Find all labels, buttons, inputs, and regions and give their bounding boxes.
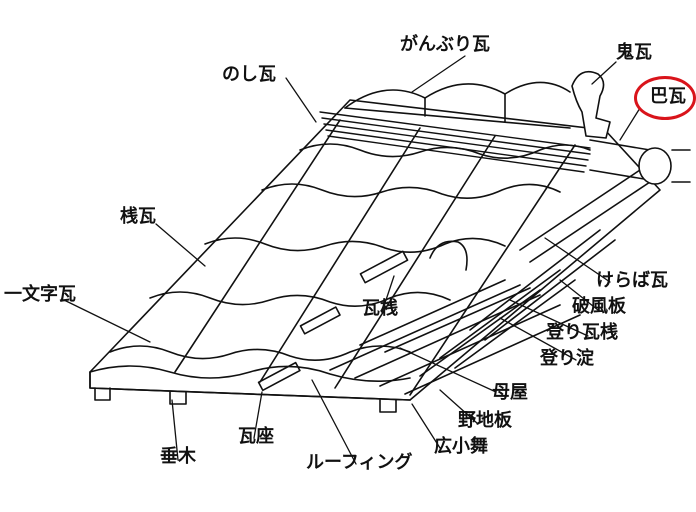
label-ichimonji-gawara: 一文字瓦 (4, 286, 76, 304)
label-sangawara: 桟瓦 (120, 208, 156, 226)
label-hafu-ita: 破風板 (572, 298, 626, 316)
label-hiro-komai: 広小舞 (434, 438, 488, 456)
label-moya: 母屋 (492, 384, 528, 402)
label-kawarasan: 瓦桟 (362, 300, 398, 318)
label-noshi-gawara: のし瓦 (222, 66, 276, 84)
label-kerabagawara: けらば瓦 (596, 272, 668, 290)
label-taruki: 垂木 (160, 448, 196, 466)
label-kawaraza: 瓦座 (238, 428, 274, 446)
label-onigawara: 鬼瓦 (616, 44, 652, 62)
label-nojiita: 野地板 (458, 412, 512, 430)
label-nobori-kawarasan: 登り瓦桟 (546, 324, 618, 342)
label-nobori-yodo: 登り淀 (540, 350, 594, 368)
label-roofing: ルーフィング (306, 454, 413, 472)
label-ganburi-gawara: がんぶり瓦 (400, 36, 490, 54)
label-tomoe-gawara: 巴瓦 (650, 88, 686, 106)
